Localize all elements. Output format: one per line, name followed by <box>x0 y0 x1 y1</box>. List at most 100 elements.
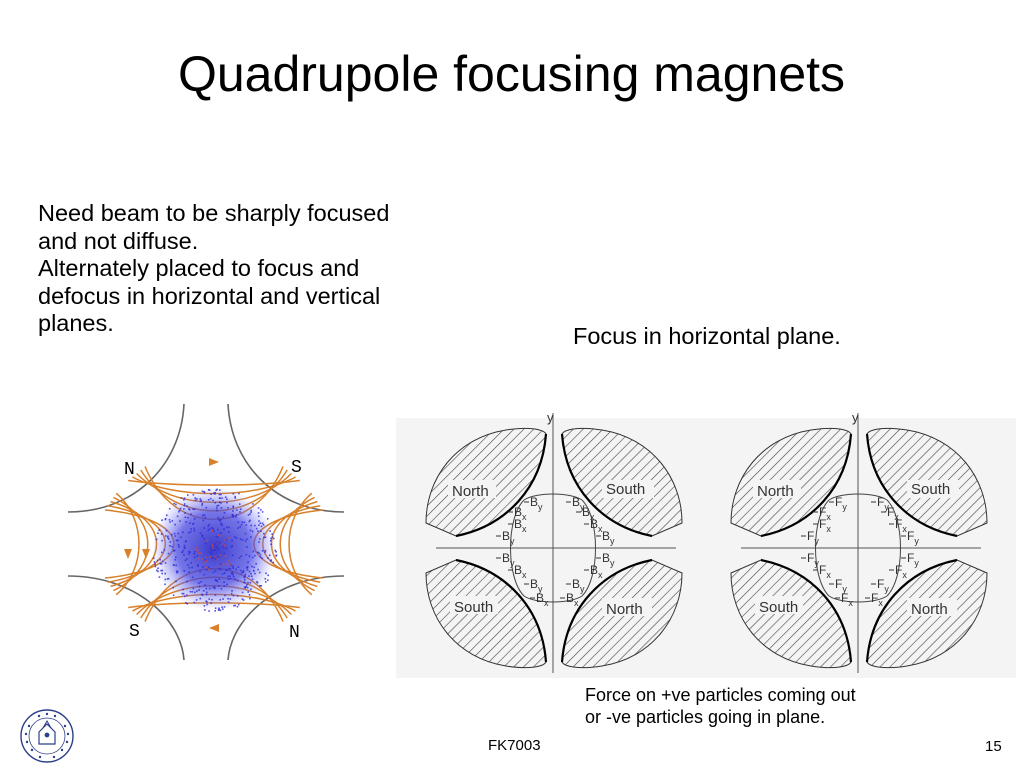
beam-particle <box>202 519 205 522</box>
beam-particle <box>251 578 254 581</box>
beam-particle <box>214 587 216 590</box>
beam-particle <box>201 534 204 537</box>
beam-particle <box>190 562 192 564</box>
beam-particle <box>237 527 239 529</box>
beam-particle <box>208 489 211 491</box>
beam-particle <box>229 598 232 600</box>
beam-particle <box>249 519 251 522</box>
beam-particle <box>154 563 156 566</box>
beam-particle <box>183 497 186 499</box>
beam-particle <box>227 601 230 603</box>
body-line: and not diffuse. <box>38 227 199 254</box>
beam-particle <box>217 516 219 519</box>
beam-particle <box>186 558 188 560</box>
beam-particle <box>200 593 203 596</box>
beam-particle <box>185 521 187 523</box>
beam-particle <box>175 564 177 567</box>
beam-particle <box>209 497 212 500</box>
beam-particle <box>193 527 195 530</box>
beam-particle <box>210 546 212 549</box>
beam-particle <box>199 570 201 573</box>
beam-particle <box>210 549 213 551</box>
pole-label-south: South <box>759 599 798 616</box>
beam-particle <box>226 498 228 500</box>
beam-particle <box>215 489 217 492</box>
beam-particle <box>215 546 218 548</box>
beam-particle <box>166 514 168 517</box>
beam-particle <box>178 546 180 548</box>
beam-particle <box>183 570 186 572</box>
beam-particle <box>234 604 237 607</box>
beam-particle <box>196 549 199 551</box>
beam-particle <box>165 529 168 532</box>
beam-particle <box>208 528 211 530</box>
beam-particle <box>205 556 207 559</box>
beam-particle <box>171 520 174 522</box>
beam-particle <box>217 536 219 539</box>
beam-particle <box>244 540 247 542</box>
beam-particle <box>214 570 217 572</box>
beam-particle <box>205 506 208 509</box>
beam-particle <box>227 507 229 509</box>
beam-particle <box>212 527 214 530</box>
beam-particle <box>235 516 237 518</box>
beam-particle <box>257 551 259 554</box>
beam-particle <box>237 566 240 568</box>
beam-particle <box>226 583 228 586</box>
beam-particle <box>207 499 210 501</box>
beam-particle <box>250 573 252 575</box>
beam-particle <box>184 512 186 514</box>
beam-particle <box>250 536 252 538</box>
beam-particle <box>180 536 182 539</box>
beam-particle <box>239 508 242 510</box>
beam-particle <box>205 593 208 596</box>
beam-particle <box>198 552 200 555</box>
beam-particle <box>183 544 186 547</box>
field-line <box>115 492 140 596</box>
beam-particle <box>249 513 251 515</box>
beam-particle <box>208 610 210 612</box>
beam-particle <box>218 608 220 611</box>
beam-particle <box>271 533 273 535</box>
beam-particle <box>236 509 238 511</box>
beam-particle <box>242 570 245 572</box>
field-curve <box>815 499 830 597</box>
beam-particle <box>198 589 200 591</box>
beam-particle <box>219 489 221 491</box>
beam-particle <box>174 559 177 561</box>
beam-particle <box>248 594 251 596</box>
beam-particle <box>258 541 260 543</box>
beam-particle <box>204 584 206 586</box>
field-arrow <box>209 624 219 632</box>
beam-particle <box>181 592 184 595</box>
beam-particle <box>188 531 190 534</box>
beam-particle <box>250 575 253 578</box>
beam-particle <box>156 569 158 572</box>
beam-particle <box>153 561 156 563</box>
beam-particle <box>239 569 242 572</box>
beam-particle <box>241 591 244 594</box>
beam-particle <box>247 514 250 516</box>
beam-particle <box>158 576 161 578</box>
force-caption-line: or -ve particles going in plane. <box>585 707 826 727</box>
beam-particle <box>193 601 196 604</box>
beam-particle <box>223 544 226 547</box>
beam-particle <box>192 494 195 496</box>
beam-particle <box>252 503 254 505</box>
beam-particle <box>223 511 226 514</box>
beam-particle <box>221 606 223 608</box>
beam-particle <box>183 554 185 556</box>
beam-particle <box>203 527 205 529</box>
beam-particle <box>227 537 230 539</box>
beam-particle <box>258 524 260 526</box>
beam-particle <box>214 579 217 581</box>
beam-particle <box>161 551 163 554</box>
beam-particle <box>154 565 157 568</box>
beam-particle <box>220 493 222 496</box>
beam-particle <box>182 531 184 534</box>
beam-particle <box>208 523 210 526</box>
beam-particle <box>249 529 252 532</box>
beam-particle <box>230 563 232 566</box>
beam-particle <box>163 549 166 551</box>
